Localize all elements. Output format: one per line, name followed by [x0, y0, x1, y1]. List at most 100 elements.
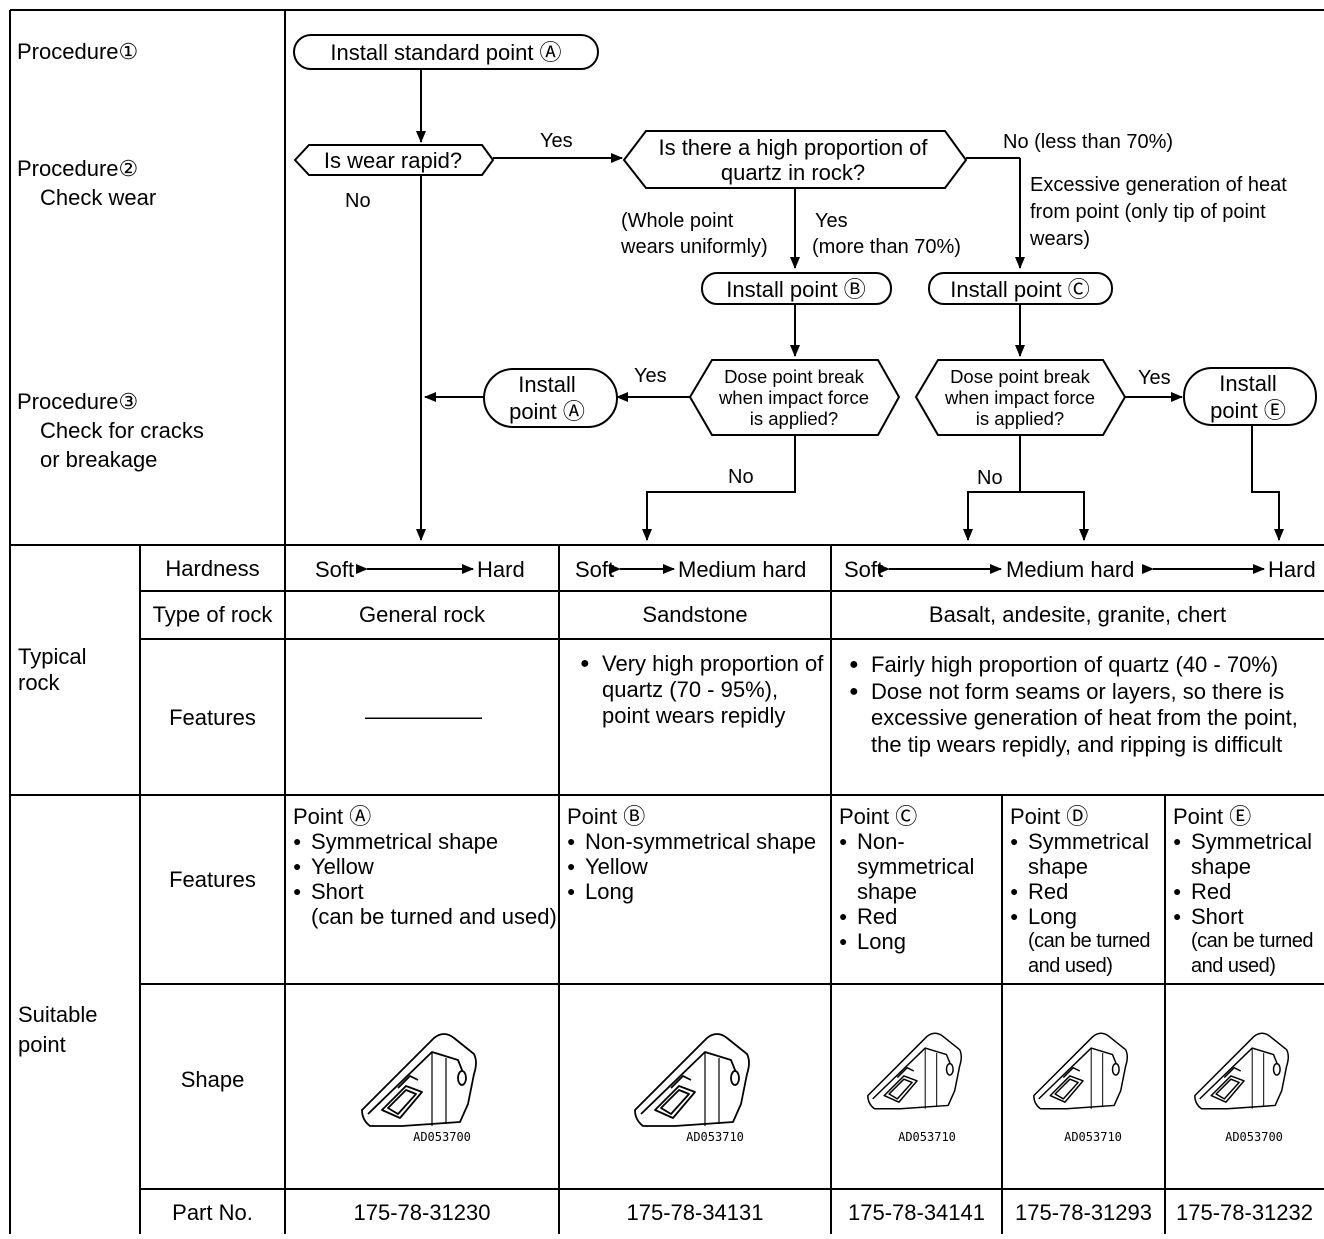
wear-rapid-decision — [293, 144, 495, 176]
install-point-a-node — [483, 368, 618, 428]
wear-rapid-question: Is wear rapid? — [324, 148, 462, 173]
point-e-part-number: 175-78-31232 — [1175, 1200, 1313, 1225]
flow-connectors — [416, 69, 1284, 541]
quartz-yes-more-label: (more than 70%) — [812, 236, 961, 258]
start-node-label: Install standard point Ⓐ — [330, 40, 561, 65]
rock-type-basalt: Basalt, andesite, granite, chert — [928, 602, 1227, 627]
break-c-line-1: Dose point break — [950, 366, 1091, 387]
quartz-yes-label: Yes — [815, 210, 848, 232]
point-d-shape-icon — [1033, 1032, 1129, 1110]
point-b-part-number: 175-78-34131 — [626, 1200, 764, 1225]
point-feature-item: Non-symmetrical shape — [839, 829, 1000, 904]
install-point-a-line-2: point Ⓐ — [509, 399, 585, 424]
suitable-point-group-label: Suitable point — [18, 1000, 98, 1060]
point-e-feature-list: Symmetrical shapeRedShort — [1173, 829, 1322, 929]
break-b-line-3: is applied? — [750, 408, 838, 429]
hardness-a-soft: Soft — [315, 557, 354, 582]
hardness-b-medium: Medium hard — [678, 557, 806, 582]
break-c-yes-label: Yes — [1138, 367, 1171, 389]
rock-features-basalt: Fairly high proportion of quartz (40 - 7… — [849, 652, 1323, 758]
point-feature-item: Long — [839, 929, 1000, 954]
basalt-feature-item: Fairly high proportion of quartz (40 - 7… — [849, 652, 1323, 679]
point-feature-item: Short — [293, 879, 557, 904]
wear-yes-label: Yes — [540, 130, 573, 152]
procedure-3-subtitle-1: Check for cracks — [40, 418, 204, 443]
point-a-shape-icon — [361, 1033, 477, 1127]
quartz-question-line-2: quartz in rock? — [721, 160, 865, 185]
rock-type-sandstone: Sandstone — [642, 602, 748, 627]
point-a-note: (can be turned and used) — [311, 904, 557, 929]
basalt-feature-item: Dose not form seams or layers, so there … — [849, 679, 1323, 759]
point-e-drawing-code: AD053700 — [1225, 1130, 1283, 1144]
rock-features-sandstone: Very high proportion of quartz (70 - 95%… — [580, 651, 830, 729]
break-c-line-2: when impact force — [944, 387, 1095, 408]
point-b-feature-list: Non-symmetrical shapeYellowLong — [567, 829, 829, 904]
point-a-feature-list: Symmetrical shapeYellowShort — [293, 829, 557, 904]
point-c-drawing-code: AD053710 — [898, 1130, 956, 1144]
install-point-b-node — [701, 272, 892, 305]
point-c-features: Point ⒸNon-symmetrical shapeRedLong — [839, 804, 1000, 954]
point-d-part-number: 175-78-31293 — [1014, 1200, 1152, 1225]
break-c-line-3: is applied? — [976, 408, 1064, 429]
point-b-title: Point Ⓑ — [567, 804, 646, 829]
hardness-row-label: Hardness — [165, 556, 260, 581]
quartz-decision — [622, 130, 968, 189]
break-b-line-1: Dose point break — [724, 366, 865, 387]
point-c-title: Point Ⓒ — [839, 804, 918, 829]
install-point-b-label: Install point Ⓑ — [726, 277, 865, 302]
point-e-note: (can be turned and used) — [1191, 930, 1313, 977]
point-c-part-number: 175-78-34141 — [847, 1200, 985, 1225]
point-d-feature-list: Symmetrical shapeRedLong — [1010, 829, 1163, 929]
wear-no-label: No — [345, 190, 371, 212]
shape-row-label: Shape — [180, 1067, 245, 1092]
point-a-features: Point ⒶSymmetrical shapeYellowShort(can … — [293, 804, 557, 929]
quartz-no-label: No (less than 70%) — [1003, 131, 1173, 153]
install-point-e-line-1: Install — [1219, 371, 1276, 396]
point-c-feature-list: Non-symmetrical shapeRedLong — [839, 829, 1000, 954]
hardness-c-hard: Hard — [1268, 557, 1316, 582]
point-e-title: Point Ⓔ — [1173, 804, 1252, 829]
point-feature-item: Yellow — [293, 854, 557, 879]
hardness-b-soft: Soft — [575, 557, 614, 582]
point-feature-item: Short — [1173, 904, 1322, 929]
install-point-e-line-2: point Ⓔ — [1210, 398, 1286, 423]
suitable-point-label-line-1: Suitable — [18, 1002, 98, 1027]
typical-rock-label-line-2: rock — [18, 670, 60, 695]
break-b-no-label: No — [728, 466, 754, 488]
table-grid — [9, 9, 1324, 1234]
hardness-c-soft: Soft — [844, 557, 883, 582]
break-b-yes-label: Yes — [634, 365, 667, 387]
start-node — [293, 34, 599, 70]
point-b-features: Point ⒷNon-symmetrical shapeYellowLong — [567, 804, 829, 904]
excess-heat-line-1: Excessive generation of heat — [1030, 174, 1287, 196]
point-feature-item: Long — [1010, 904, 1163, 929]
whole-point-line-2: wears uniformly) — [620, 236, 768, 258]
procedure-2-subtitle: Check wear — [40, 185, 156, 210]
point-d-title: Point Ⓓ — [1010, 804, 1089, 829]
excess-heat-line-3: wears) — [1029, 228, 1090, 250]
break-decision-c — [914, 359, 1127, 436]
install-point-c-node — [928, 272, 1113, 305]
point-a-drawing-code: AD053700 — [413, 1130, 471, 1144]
point-d-note: (can be turned and used) — [1028, 930, 1150, 977]
typical-rock-label-line-1: Typical — [18, 644, 87, 669]
procedure-2-label: Procedure② — [17, 156, 138, 181]
quartz-question-line-1: Is there a high proportion of — [658, 135, 928, 160]
rock-features-general-dash: —————— — [365, 704, 482, 729]
point-feature-item: Red — [839, 904, 1000, 929]
excess-heat-line-2: from point (only tip of point — [1030, 201, 1266, 223]
install-point-c-label: Install point Ⓒ — [950, 277, 1089, 302]
rock-features-row-label: Features — [169, 705, 256, 730]
whole-point-line-1: (Whole point — [621, 210, 734, 232]
point-d-features: Point ⒹSymmetrical shapeRedLong(can be t… — [1010, 804, 1163, 979]
point-feature-item: Long — [567, 879, 829, 904]
point-features-row-label: Features — [169, 867, 256, 892]
point-b-drawing-code: AD053710 — [686, 1130, 744, 1144]
point-e-features: Point ⒺSymmetrical shapeRedShort(can be … — [1173, 804, 1322, 979]
point-feature-item: Yellow — [567, 854, 829, 879]
type-of-rock-row-label: Type of rock — [152, 602, 273, 627]
point-feature-item: Red — [1010, 879, 1163, 904]
